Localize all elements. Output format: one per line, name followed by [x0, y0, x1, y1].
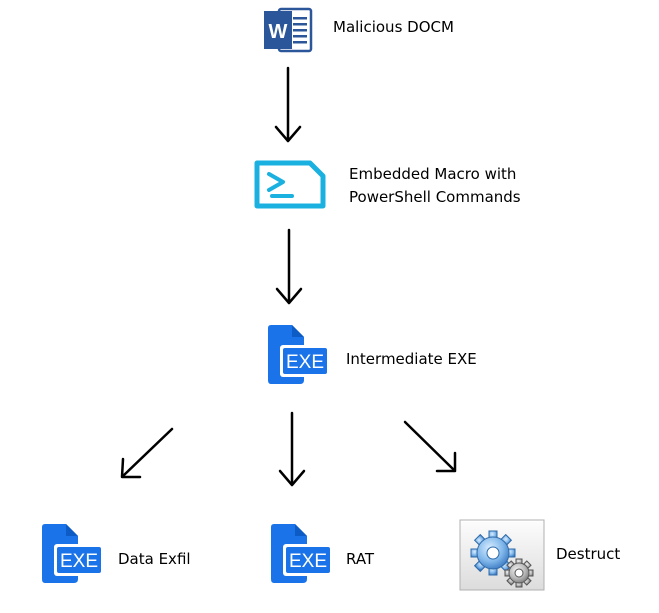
node-label-exfil: Data Exfil [118, 550, 191, 568]
node-label-intermediate: Intermediate EXE [346, 350, 477, 368]
exe-file-icon: EXE [266, 324, 332, 385]
gears-icon [459, 519, 545, 591]
arrow-docm-to-macro [274, 66, 302, 143]
powershell-icon [252, 160, 326, 210]
exe-label: EXE [60, 551, 98, 572]
exe-file-icon: EXE [269, 523, 335, 584]
node-label-docm: Malicious DOCM [333, 18, 454, 36]
node-label-rat: RAT [346, 550, 375, 568]
arrow-macro-to-intermediate [275, 228, 303, 305]
exe-label: EXE [286, 352, 324, 373]
node-label-destruct: Destruct [556, 545, 621, 563]
arrow-intermediate-to-exfil [120, 427, 174, 479]
arrow-intermediate-to-destruct [403, 420, 457, 473]
exe-file-icon: EXE [40, 523, 106, 584]
node-label-macro-line1: Embedded Macro with [349, 165, 517, 183]
node-label-macro-line2: PowerShell Commands [349, 188, 521, 206]
arrow-intermediate-to-rat [278, 411, 306, 487]
exe-label: EXE [289, 551, 327, 572]
word-letter: W [269, 21, 288, 43]
word-document-icon: W [263, 7, 313, 53]
